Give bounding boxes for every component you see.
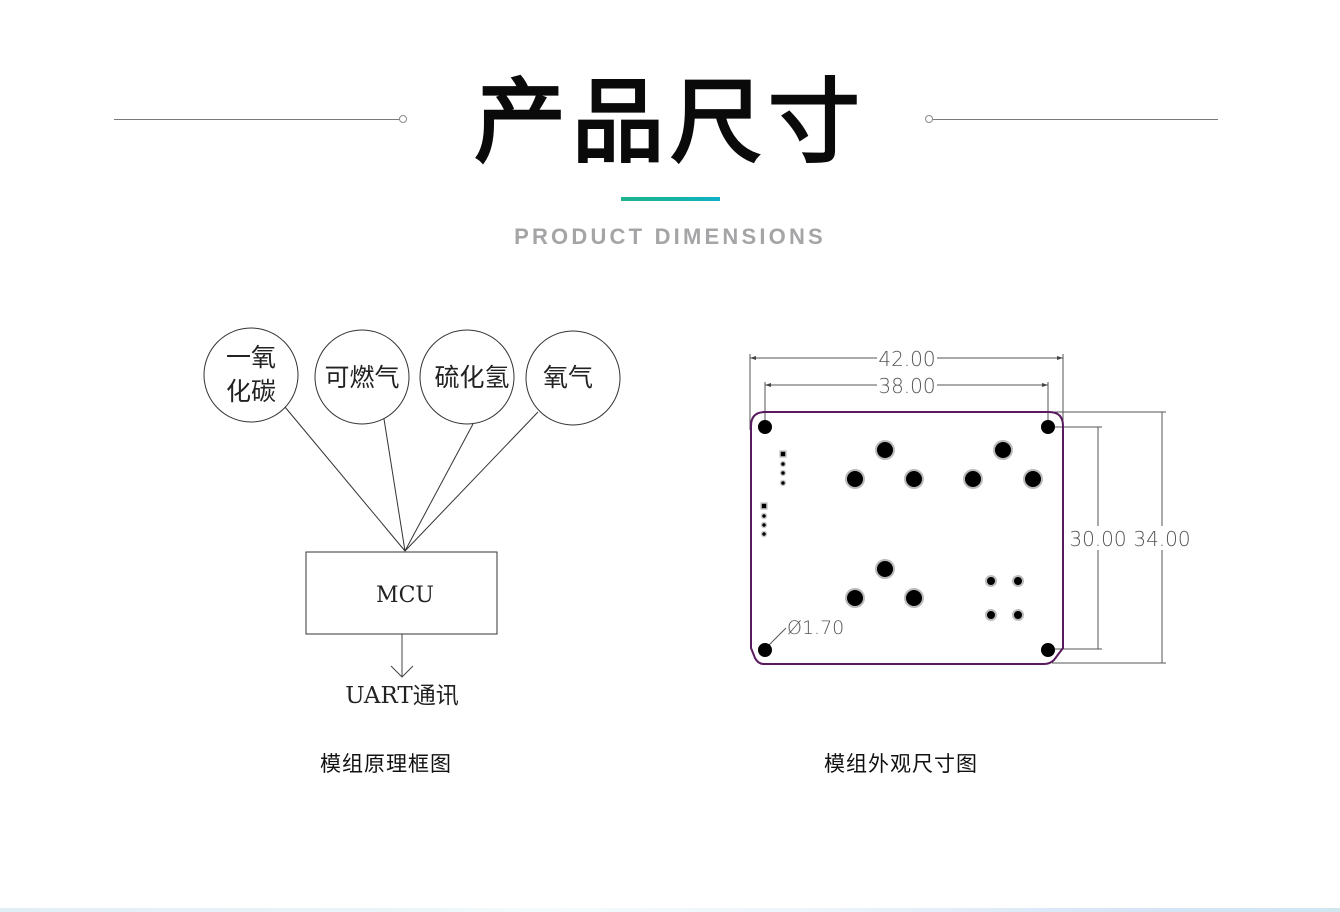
right-divider-dot <box>925 115 933 123</box>
mounting-holes <box>758 420 1055 657</box>
sensor-combustible-gas: 可燃气 <box>314 329 410 425</box>
page-subtitle: PRODUCT DIMENSIONS <box>514 224 826 249</box>
header-pins <box>760 450 787 538</box>
block-diagram: 一氧 化碳 可燃气 硫化氢 氧气 MCU UART通讯 <box>203 327 621 709</box>
uart-label: UART通讯 <box>345 683 459 709</box>
bottom-gradient-strip <box>0 908 1340 912</box>
svg-text:MCU: MCU <box>376 583 434 608</box>
dim-width-outer: 42.00 <box>878 347 935 371</box>
left-divider-line <box>114 119 400 120</box>
svg-text:硫化氢: 硫化氢 <box>434 363 509 392</box>
uart-arrow <box>390 634 414 678</box>
dimension-drawing-caption: 模组外观尺寸图 <box>824 752 978 776</box>
dim-hole-diameter: Ø1.70 <box>787 617 844 639</box>
right-divider-line <box>933 119 1218 120</box>
page-title: 产品尺寸 <box>473 69 866 176</box>
left-divider-dot <box>399 115 407 123</box>
dimension-drawing: 42.00 38.00 30.00 34.00 Ø1.70 <box>749 347 1191 665</box>
dim-width-inner: 38.00 <box>878 374 935 398</box>
dim-height-inner: 30.00 <box>1069 527 1126 551</box>
sensor-oxygen: 氧气 <box>525 330 621 426</box>
svg-text:化碳: 化碳 <box>226 377 276 406</box>
svg-text:一氧: 一氧 <box>226 343 276 372</box>
mcu-box: MCU <box>305 551 498 635</box>
svg-text:氧气: 氧气 <box>543 363 593 392</box>
sensor-co: 一氧 化碳 <box>203 327 299 423</box>
pcb-outline <box>750 411 1064 665</box>
small-pads <box>985 575 1024 621</box>
svg-text:可燃气: 可燃气 <box>324 363 399 392</box>
dim-height-outer: 34.00 <box>1133 527 1190 551</box>
title-accent-bar <box>621 197 720 201</box>
block-diagram-caption: 模组原理框图 <box>320 752 452 776</box>
sensor-pads <box>845 440 1043 608</box>
sensor-h2s: 硫化氢 <box>419 329 515 425</box>
